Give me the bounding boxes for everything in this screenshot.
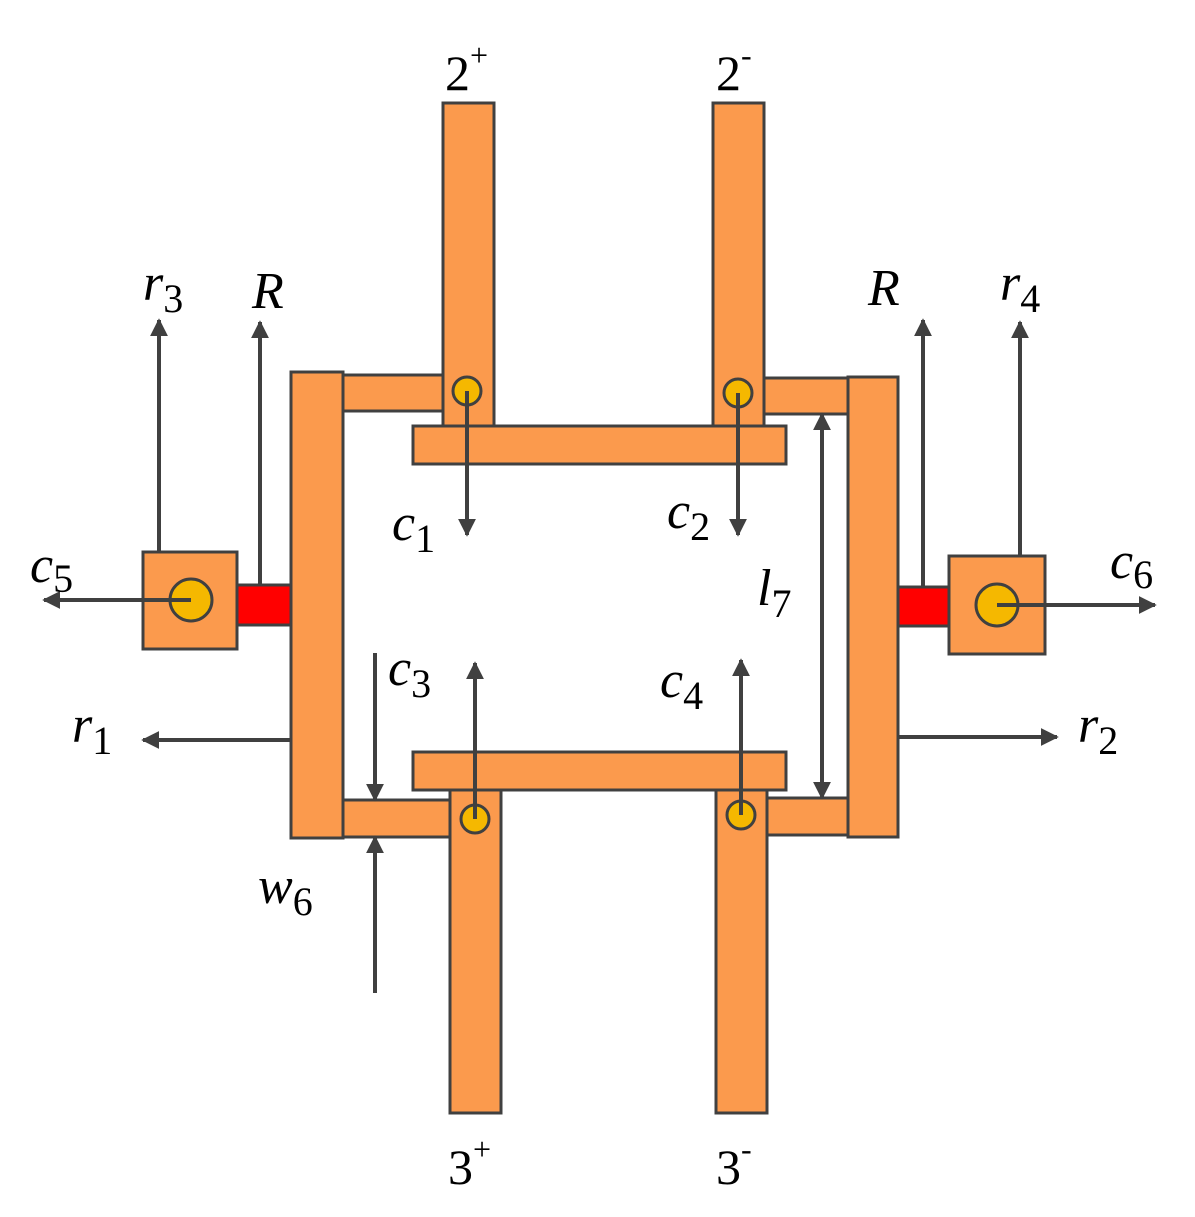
left-resistor: [235, 583, 293, 627]
label-c3: c3: [388, 640, 431, 706]
top-right-connector: [761, 376, 850, 416]
label-r4: r4: [1000, 255, 1040, 321]
bottom-coupled-line: [411, 750, 788, 792]
port-2-plus-feed: [441, 101, 496, 428]
right-resistor: [896, 585, 951, 628]
port-3-minus-feed: [714, 788, 769, 1115]
label-c5: c5: [30, 537, 73, 601]
label-r1: r1: [72, 697, 112, 763]
label-c6: c6: [1110, 533, 1153, 597]
left-vertical-line: [289, 370, 345, 840]
label-c1: c1: [392, 495, 435, 561]
label-c4: c4: [660, 652, 703, 718]
microstrip-structure: [141, 101, 1047, 1115]
label-l7: l7: [757, 560, 791, 626]
label-r2: r2: [1078, 697, 1118, 763]
top-left-connector: [341, 373, 445, 413]
port-2-plus-label: 2+: [445, 37, 488, 101]
bottom-right-connector: [764, 796, 850, 837]
port-3-plus-label: 3+: [448, 1131, 491, 1195]
label-r3: r3: [143, 255, 183, 321]
dimension-arrows: [42, 318, 1157, 993]
bottom-left-connector: [341, 798, 452, 839]
port-3-minus-label: 3-: [716, 1131, 752, 1195]
symbol-labels: r3 R R r4 c5 c6 c1 c2 c3 c4 l7 r1 r2 w6: [30, 255, 1153, 924]
port-labels: 2+ 2- 3+ 3-: [445, 37, 752, 1195]
label-R-left: R: [251, 263, 284, 320]
top-coupled-line: [411, 424, 788, 466]
right-vertical-line: [846, 375, 900, 839]
label-R-right: R: [867, 260, 900, 317]
port-3-plus-feed: [448, 788, 503, 1115]
label-c2: c2: [667, 483, 710, 549]
label-w6: w6: [258, 858, 313, 924]
port-2-minus-label: 2-: [716, 37, 752, 101]
